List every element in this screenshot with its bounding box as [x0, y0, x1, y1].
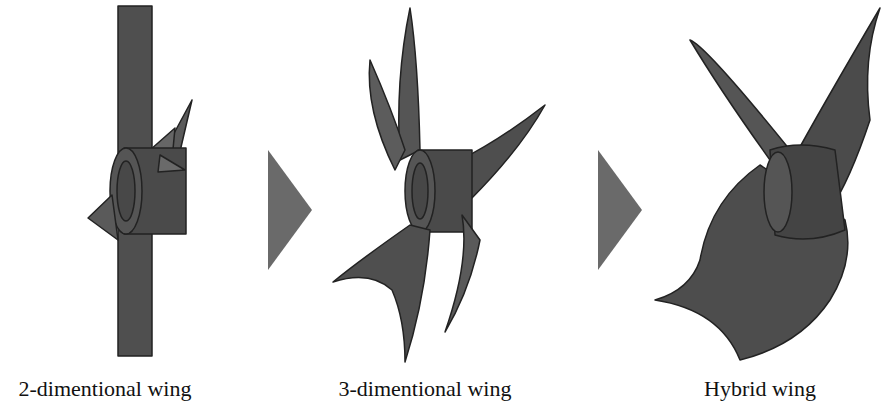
- hub-face: [117, 161, 135, 221]
- hub-face: [764, 152, 792, 232]
- caption-label: 2-dimentional wing: [19, 376, 192, 402]
- hub-face: [405, 150, 435, 232]
- wing-illustration: [88, 6, 192, 356]
- blade: [399, 8, 420, 160]
- blade: [369, 60, 405, 170]
- caption-label: Hybrid wing: [704, 376, 816, 402]
- hub-face: [412, 163, 428, 219]
- blade: [690, 40, 790, 160]
- flow-arrow: [268, 150, 312, 270]
- flow-arrow: [598, 150, 642, 270]
- blade: [445, 215, 480, 332]
- caption-label: 3-dimentional wing: [339, 376, 512, 402]
- blade: [88, 195, 118, 240]
- wing-illustration: [333, 8, 545, 362]
- blade: [158, 155, 185, 172]
- wing-illustration: [655, 8, 880, 360]
- blade: [333, 225, 430, 362]
